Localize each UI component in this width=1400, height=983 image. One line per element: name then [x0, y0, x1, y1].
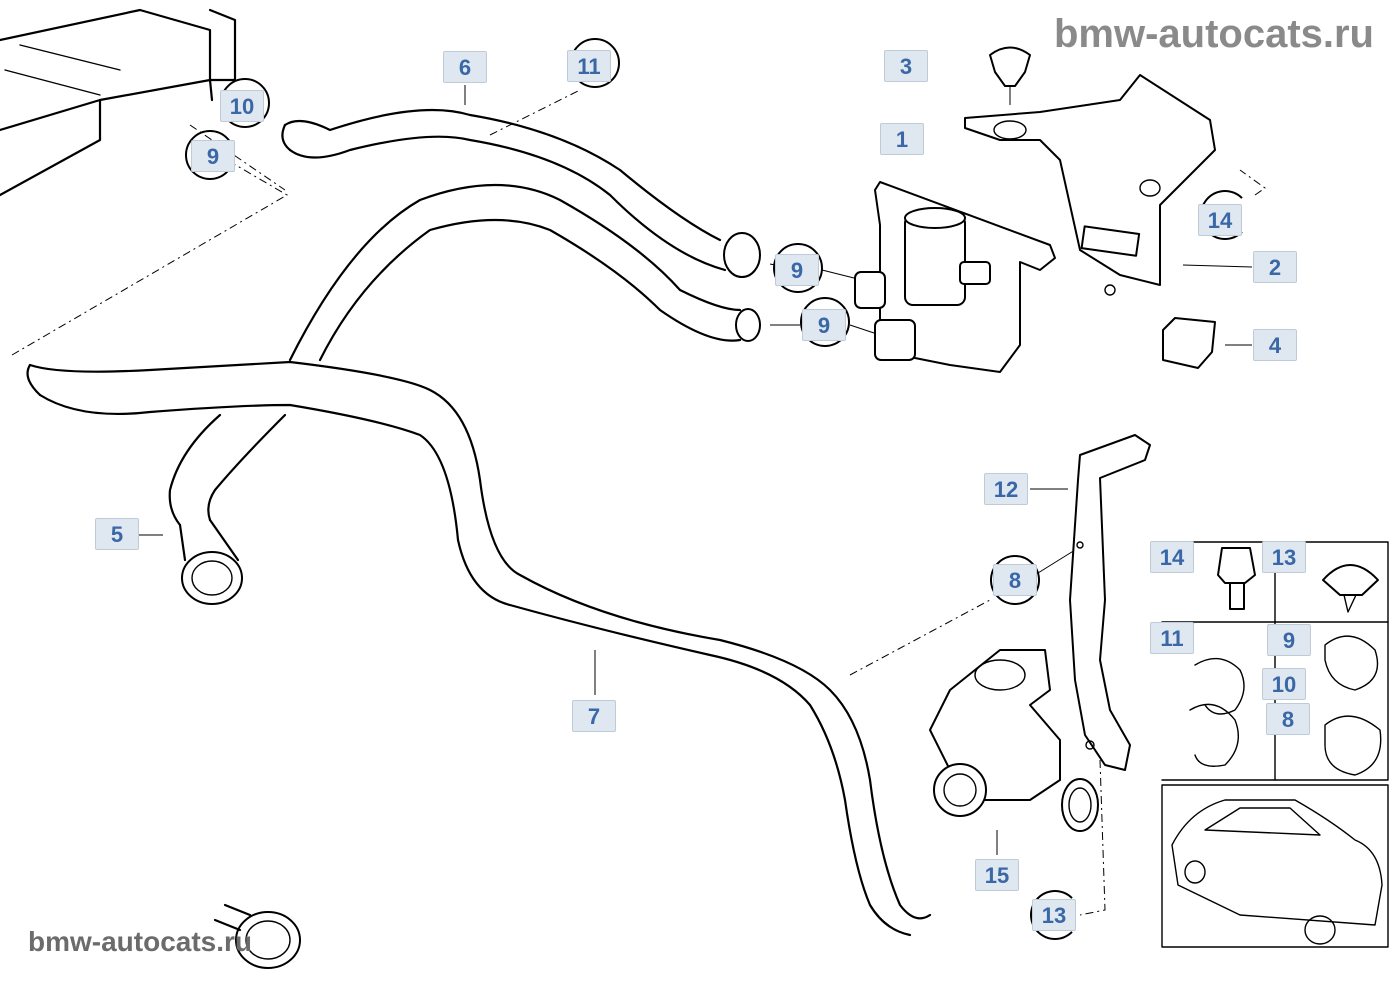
callout-2[interactable]: 2 — [1253, 251, 1297, 283]
hose-5-drawing — [168, 413, 287, 605]
hose-7-drawing — [26, 360, 932, 937]
callout-3[interactable]: 3 — [884, 50, 928, 82]
hose-7-end-drawing — [213, 903, 301, 969]
legend-box — [1161, 541, 1389, 781]
watermark-bottom-left: bmw-autocats.ru — [28, 926, 253, 957]
callout-15[interactable]: 15 — [975, 859, 1019, 891]
hose-6-drawing — [281, 108, 761, 278]
grommet-drawing — [989, 46, 1031, 87]
callout-10[interactable]: 10 — [220, 90, 264, 122]
callout-4[interactable]: 4 — [1253, 329, 1297, 361]
pump-bracket-drawing — [1069, 434, 1151, 771]
callout-1[interactable]: 1 — [880, 123, 924, 155]
legend-label-9[interactable]: 9 — [1267, 624, 1311, 656]
legend-label-10[interactable]: 10 — [1262, 668, 1306, 700]
callout-12[interactable]: 12 — [984, 473, 1028, 505]
legend-label-11[interactable]: 11 — [1150, 622, 1194, 654]
callout-8[interactable]: 8 — [993, 564, 1037, 596]
bracket-drawing — [964, 74, 1216, 296]
callout-5[interactable]: 5 — [95, 518, 139, 550]
water-pump-drawing — [929, 649, 1099, 832]
legend-label-14[interactable]: 14 — [1150, 541, 1194, 573]
legend-label-8[interactable]: 8 — [1266, 703, 1310, 735]
legend-label-13[interactable]: 13 — [1262, 541, 1306, 573]
callout-7[interactable]: 7 — [572, 700, 616, 732]
callout-9-lower[interactable]: 9 — [802, 309, 846, 341]
heater-core-drawing — [0, 8, 237, 197]
hose-middle-drawing — [288, 183, 761, 362]
callout-14[interactable]: 14 — [1198, 204, 1242, 236]
car-thumbnail — [1161, 784, 1389, 948]
heater-valve-drawing — [854, 181, 1056, 373]
callout-11[interactable]: 11 — [567, 50, 611, 82]
rubber-block-drawing — [1162, 317, 1216, 369]
callout-6[interactable]: 6 — [443, 51, 487, 83]
watermark-top-right: bmw-autocats.ru — [1053, 12, 1374, 56]
callout-13[interactable]: 13 — [1032, 899, 1076, 931]
callout-9-upper[interactable]: 9 — [775, 254, 819, 286]
callout-9-left[interactable]: 9 — [191, 140, 235, 172]
